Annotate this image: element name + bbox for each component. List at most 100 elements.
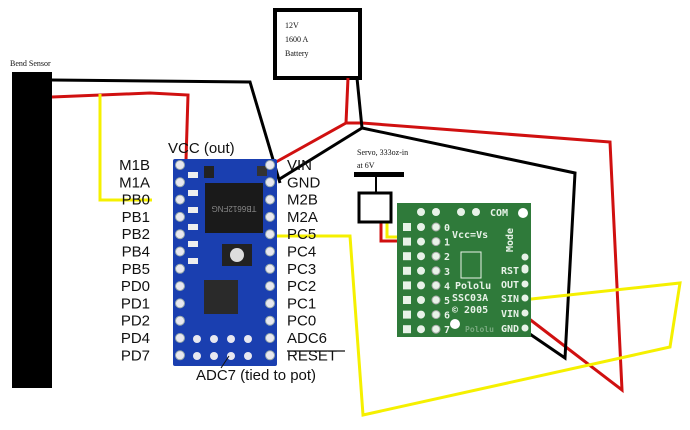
controller-pad-left bbox=[175, 160, 185, 170]
servo-pad-signal bbox=[431, 266, 441, 276]
wire-black-sensor-gnd bbox=[51, 78, 282, 184]
servo-label-voltage: at 6V bbox=[357, 161, 375, 170]
controller-pad-left bbox=[175, 315, 185, 326]
controller-pad-right bbox=[265, 160, 275, 170]
controller-pad-right bbox=[265, 350, 275, 361]
controller-pad-left bbox=[175, 281, 185, 292]
channel-label-1: 1 bbox=[444, 238, 450, 249]
header-pad bbox=[457, 208, 465, 216]
controller-pad-bottom bbox=[244, 335, 252, 343]
controller-pad-right bbox=[265, 298, 275, 309]
servo-controller-pad-vin bbox=[521, 309, 529, 317]
pin-label-pc2: PC2 bbox=[287, 278, 316, 295]
pin-label-pc0: PC0 bbox=[287, 313, 316, 330]
servo-pad-gnd bbox=[403, 223, 411, 231]
servo-pad-signal bbox=[431, 222, 441, 232]
pin-label-pd2: PD2 bbox=[121, 313, 150, 330]
smd-component bbox=[188, 190, 198, 196]
controller-pad-bottom bbox=[193, 352, 201, 360]
smd-component bbox=[188, 258, 198, 264]
wire-yellow-pc5-sin bbox=[272, 234, 682, 417]
servo-pad-power bbox=[417, 223, 425, 231]
chip-marking: TB6612FNG bbox=[212, 204, 257, 213]
pin-label-pc4: PC4 bbox=[287, 244, 316, 261]
channel-label-5: 5 bbox=[444, 296, 450, 307]
controller-pad-bottom bbox=[244, 352, 252, 360]
com-label: COM bbox=[490, 208, 508, 219]
controller-pad-left bbox=[175, 229, 185, 240]
servo-pad-gnd bbox=[403, 252, 411, 261]
pin-label-m1b: M1B bbox=[119, 157, 150, 174]
battery-label: Battery bbox=[285, 49, 309, 58]
pin-label-pb1: PB1 bbox=[122, 209, 150, 226]
header-pad bbox=[432, 208, 440, 216]
controller-pad-right bbox=[265, 315, 275, 326]
servo-controller-pad-sin bbox=[521, 294, 529, 302]
pin-label-pc1: PC1 bbox=[287, 295, 316, 312]
controller-pad-left bbox=[175, 246, 185, 257]
controller-pad-left bbox=[175, 298, 185, 309]
vcc-out-label: VCC (out) bbox=[168, 140, 235, 157]
servo-pad-gnd bbox=[403, 237, 411, 246]
bend-sensor-label: Bend Sensor bbox=[10, 59, 51, 68]
adc7-pointer bbox=[220, 355, 230, 369]
servo-pad-signal bbox=[431, 324, 441, 334]
pin-label-pd0: PD0 bbox=[121, 278, 150, 295]
servo-pad-gnd bbox=[403, 296, 411, 304]
servo-controller-pad-out bbox=[521, 280, 529, 288]
controller-pad-right bbox=[265, 263, 275, 274]
pin-label-pc3: PC3 bbox=[287, 261, 316, 278]
controller-pad-right bbox=[265, 177, 275, 188]
pololu-logo bbox=[460, 251, 482, 279]
servo-pad-signal bbox=[431, 280, 441, 290]
controller-pad-left bbox=[175, 194, 185, 205]
pin-label-pd7: PD7 bbox=[121, 347, 150, 364]
servo-pin-label-out: OUT bbox=[501, 280, 519, 291]
servo-pad-power bbox=[417, 325, 425, 334]
servo-pad-gnd bbox=[403, 281, 411, 290]
header-pad bbox=[472, 208, 480, 216]
wire-yellow-sensor-pb0 bbox=[98, 94, 152, 202]
servo-pad-gnd bbox=[403, 310, 411, 319]
servo-pad-power bbox=[417, 252, 425, 261]
channel-label-4: 4 bbox=[444, 281, 450, 292]
servo-controller-pad-rst bbox=[521, 266, 529, 274]
servo-pad-power bbox=[417, 310, 425, 319]
servo-pad-power bbox=[417, 237, 425, 246]
servo-controller-pads bbox=[403, 208, 529, 334]
model-label: SSC03A bbox=[452, 293, 488, 304]
servo-pad-signal bbox=[431, 237, 441, 247]
smd-component bbox=[188, 207, 198, 213]
pin-label-m2a: M2A bbox=[287, 209, 318, 226]
microcontroller-chip bbox=[204, 280, 238, 314]
controller-pad-bottom bbox=[193, 335, 201, 343]
servo-pad-gnd bbox=[403, 266, 411, 275]
pin-label-pd4: PD4 bbox=[121, 330, 150, 347]
controller-board: VCC (out) TB6612FNG M1BM1APB0PB1PB2PB4PB… bbox=[119, 140, 345, 384]
servo-body bbox=[357, 191, 393, 224]
controller-pad-bottom bbox=[210, 352, 218, 360]
controller-pad-bottom bbox=[227, 335, 235, 343]
footer-brand: Pololu bbox=[465, 325, 494, 334]
pin-label-m2b: M2B bbox=[287, 192, 318, 209]
brand-label: Pololu bbox=[455, 281, 491, 292]
channel-label-2: 2 bbox=[444, 252, 450, 263]
smd-component bbox=[188, 241, 198, 247]
servo-pad-signal bbox=[431, 310, 441, 320]
channel-label-3: 3 bbox=[444, 267, 450, 278]
servo-pad-power bbox=[417, 281, 425, 290]
controller-pad-right bbox=[265, 194, 275, 205]
controller-pad-bottom bbox=[210, 335, 218, 343]
year-label: © 2005 bbox=[452, 305, 488, 316]
controller-pad-left bbox=[175, 211, 185, 222]
pin-label-pb2: PB2 bbox=[122, 226, 150, 243]
pin-label-gnd: GND bbox=[287, 174, 321, 191]
pin-label-pb0: PB0 bbox=[122, 192, 150, 209]
servo-horn bbox=[354, 172, 404, 177]
servo-pad-signal bbox=[431, 295, 441, 305]
mounting-hole bbox=[450, 319, 460, 329]
